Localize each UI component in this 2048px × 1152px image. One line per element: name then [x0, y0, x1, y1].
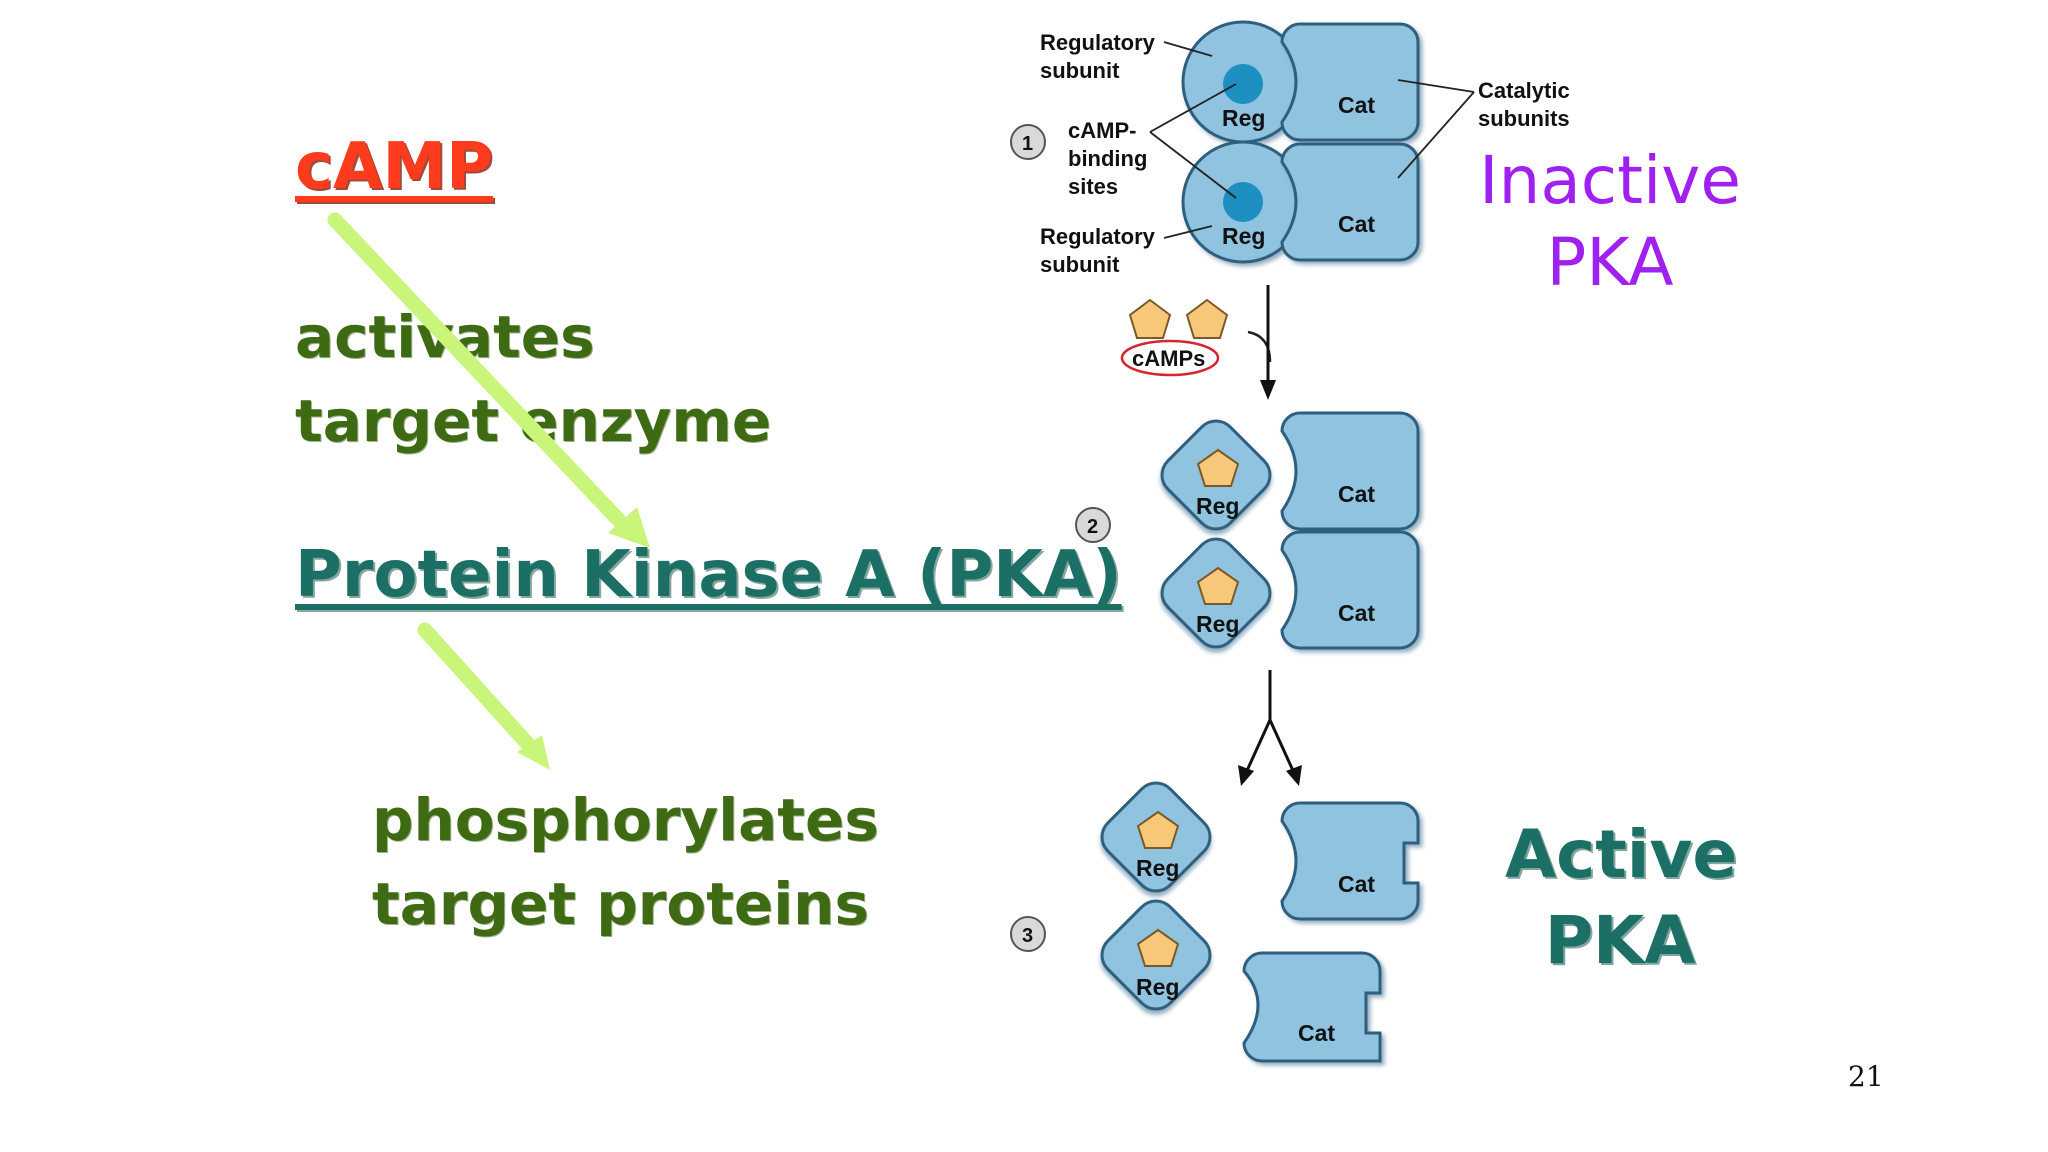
regulatory-label-bottom-line1: Regulatory: [1040, 224, 1156, 249]
camp-entry-curve: [1247, 330, 1272, 363]
cat-subunit-1a: [1280, 22, 1420, 142]
camp-binding-sites-label: cAMP- binding sites: [1068, 118, 1154, 199]
regulatory-subunit-label-top: Regulatory subunit: [1040, 30, 1161, 83]
phos-line-1: phosphorylates: [372, 786, 879, 854]
arrowhead-left: [1238, 765, 1254, 786]
inactive-pka-label: Inactive PKA: [1475, 140, 1745, 304]
camp-binding-site-1: [1223, 64, 1263, 104]
binding-label-line2: binding: [1068, 146, 1147, 171]
reg-label-1b: Reg: [1222, 223, 1265, 249]
catalytic-label-line1: Catalytic: [1478, 78, 1570, 103]
reg-label-1a: Reg: [1222, 105, 1265, 131]
camp-title: cAMP: [295, 130, 494, 204]
bound-camp-3a: [1136, 810, 1180, 849]
reg-label-2b: Reg: [1196, 611, 1239, 637]
page-number: 21: [1848, 1060, 1884, 1093]
step-3: Reg Reg Cat Cat 3: [1010, 781, 1420, 1063]
free-cat-subunit-3b: [1242, 951, 1382, 1063]
camp-pentagon-1: [1128, 298, 1172, 339]
cat-label-1a: Cat: [1338, 92, 1375, 118]
arrowhead-right: [1286, 765, 1302, 786]
arrowhead-step1-step2: [1260, 380, 1276, 400]
camps-binding: cAMPs: [1120, 285, 1276, 400]
leader-lines: [1149, 41, 1475, 239]
step-1-number: 1: [1022, 133, 1033, 155]
step-1-marker: [1010, 124, 1046, 160]
camp-pentagon-2: [1185, 298, 1229, 339]
reg-label-3b: Reg: [1136, 974, 1179, 1000]
bound-camp-3b: [1136, 928, 1180, 967]
active-line-2: PKA: [1544, 902, 1696, 979]
step-2: Reg Reg Cat Cat 2: [1075, 411, 1420, 650]
cat-label-2b: Cat: [1338, 600, 1375, 626]
camps-label: cAMPs: [1132, 346, 1205, 371]
inactive-line-1: Inactive: [1479, 142, 1741, 219]
regulatory-label-top-line1: Regulatory: [1040, 30, 1156, 55]
step-2-marker: [1075, 507, 1111, 543]
camps-ellipse: [1120, 339, 1220, 377]
regulatory-subunit-label-bottom: Regulatory subunit: [1040, 224, 1161, 277]
dissociation-arrows: [1238, 670, 1302, 786]
active-pka-label: Active PKA: [1505, 812, 1738, 984]
catalytic-label-line2: subunits: [1478, 106, 1570, 131]
catalytic-subunits-label: Catalytic subunits: [1478, 78, 1576, 131]
step-3-number: 3: [1022, 925, 1033, 947]
cat-subunit-2a: [1280, 411, 1420, 531]
cat-label-1b: Cat: [1338, 211, 1375, 237]
regulatory-label-bottom-line2: subunit: [1040, 252, 1120, 277]
inactive-line-2: PKA: [1546, 224, 1674, 301]
phos-line-2: target proteins: [372, 870, 869, 938]
free-cat-subunit-3a: [1280, 801, 1420, 921]
cat-label-3b: Cat: [1298, 1020, 1335, 1046]
cat-subunit-1b: [1280, 142, 1420, 262]
binding-label-line1: cAMP-: [1068, 118, 1136, 143]
bound-camp-2a: [1196, 448, 1240, 487]
reg-label-3a: Reg: [1136, 855, 1179, 881]
phosphorylates-text: phosphorylates target proteins: [372, 778, 879, 946]
cat-label-3a: Cat: [1338, 871, 1375, 897]
step-2-number: 2: [1087, 516, 1098, 538]
reg-label-2a: Reg: [1196, 493, 1239, 519]
binding-label-line3: sites: [1068, 174, 1118, 199]
camp-binding-site-2: [1223, 182, 1263, 222]
step-1: Reg Reg Cat Cat Regulatory subunit cAMP-…: [1010, 20, 1576, 277]
regulatory-label-top-line2: subunit: [1040, 58, 1120, 83]
pka-title: Protein Kinase A (PKA): [295, 538, 1122, 612]
bound-camp-2b: [1196, 566, 1240, 605]
active-line-1: Active: [1505, 816, 1738, 893]
cat-subunit-2b: [1280, 530, 1420, 650]
step-3-marker: [1010, 916, 1046, 952]
cat-label-2a: Cat: [1338, 481, 1375, 507]
